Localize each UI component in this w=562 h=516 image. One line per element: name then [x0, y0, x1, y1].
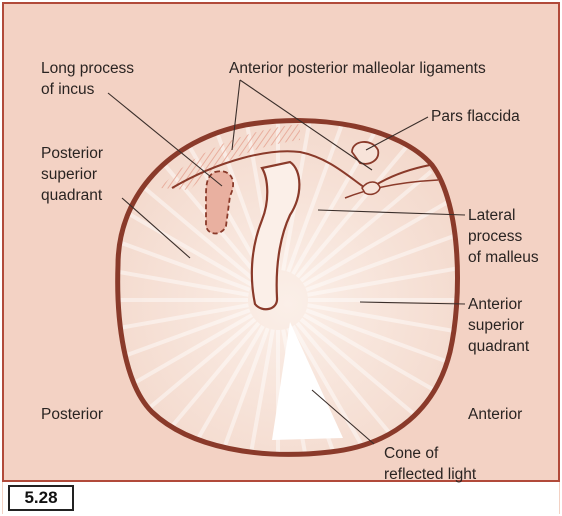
- figure-number: 5.28: [8, 485, 74, 511]
- label-anterior-posterior-malleolar-ligaments: Anterior posterior malleolar ligaments: [229, 58, 486, 79]
- label-anterior-superior-quadrant: Anterior superior quadrant: [468, 294, 529, 357]
- label-posterior: Posterior: [41, 404, 103, 425]
- label-posterior-superior-quadrant: Posterior superior quadrant: [41, 143, 103, 206]
- label-long-process-of-incus: Long process of incus: [41, 58, 134, 100]
- label-cone-of-reflected-light: Cone of reflected light: [384, 443, 476, 485]
- label-anterior: Anterior: [468, 404, 522, 425]
- figure-footer-strip: [3, 482, 559, 514]
- label-lateral-process-of-malleus: Lateral process of malleus: [468, 205, 539, 268]
- label-pars-flaccida: Pars flaccida: [431, 106, 520, 127]
